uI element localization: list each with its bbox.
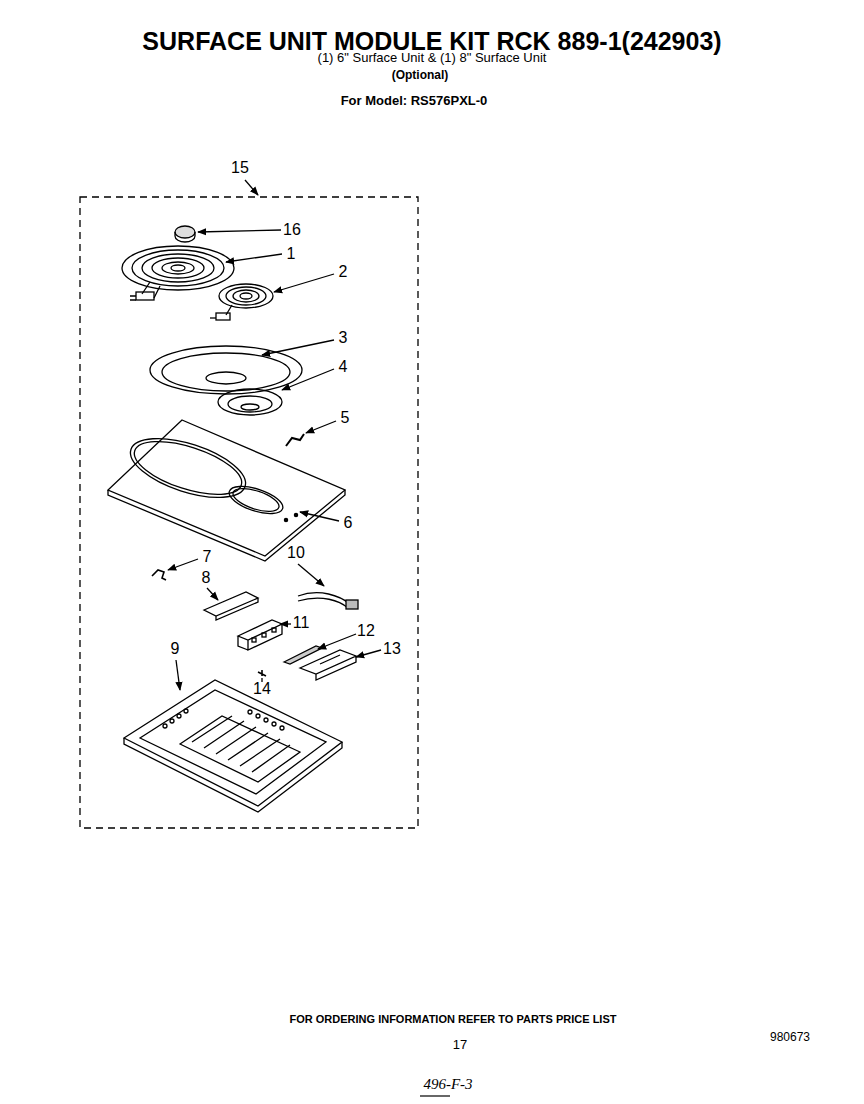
terminal-block — [238, 620, 282, 650]
subtitle: (1) 6" Surface Unit & (1) 8" Surface Uni… — [318, 51, 547, 65]
callout-number: 15 — [231, 159, 249, 177]
callout-number: 11 — [293, 614, 310, 632]
page-number: 17 — [453, 1038, 467, 1052]
callout-number: 9 — [171, 640, 180, 658]
callout-number: 3 — [339, 329, 348, 347]
cooktop — [108, 420, 345, 561]
handwritten-note: 496-F-3 — [423, 1076, 472, 1093]
burner-box-tray — [124, 680, 342, 812]
callout-number: 8 — [202, 569, 211, 587]
callout-number: 10 — [287, 544, 305, 562]
mounting-bracket — [300, 650, 356, 680]
subtitle: (Optional) — [392, 69, 449, 82]
small-surface-unit — [210, 284, 273, 320]
bracket-clip — [152, 570, 166, 580]
model-number: For Model: RS576PXL-0 — [341, 94, 488, 108]
callout-number: 5 — [341, 409, 350, 427]
leader-lines — [168, 180, 381, 690]
callout-number: 4 — [339, 358, 348, 376]
knob — [175, 226, 195, 242]
support-bar — [204, 592, 258, 620]
clip — [286, 434, 304, 446]
large-surface-unit — [122, 246, 234, 300]
callout-number: 12 — [357, 622, 375, 640]
wire-harness — [298, 593, 358, 609]
callout-number: 13 — [383, 640, 401, 658]
footer-note: FOR ORDERING INFORMATION REFER TO PARTS … — [290, 1013, 617, 1025]
callout-number: 14 — [253, 680, 271, 698]
callout-number: 7 — [203, 548, 212, 566]
callout-number: 1 — [287, 245, 296, 263]
callout-number: 2 — [339, 263, 348, 281]
callout-number: 6 — [344, 514, 353, 532]
callout-number: 16 — [283, 221, 301, 239]
kit-outline — [80, 197, 418, 828]
underline — [420, 1095, 450, 1096]
screw — [258, 670, 266, 676]
large-drip-bowl — [150, 346, 302, 394]
small-drip-bowl — [218, 389, 282, 415]
drawing-number: 980673 — [770, 1031, 810, 1044]
